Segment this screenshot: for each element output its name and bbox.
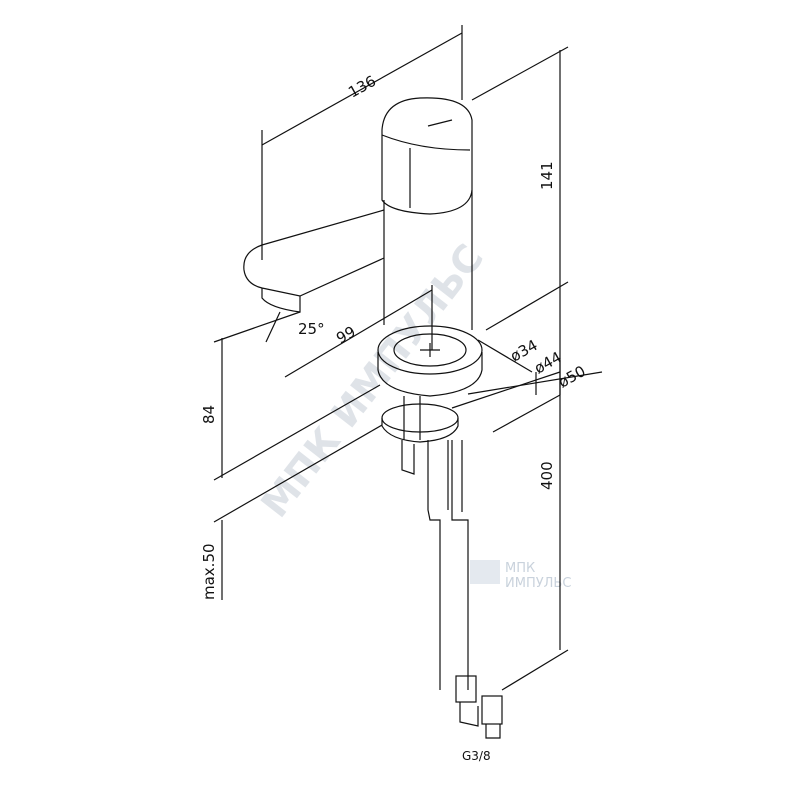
watermark-logo-icon [470,560,500,584]
dim-141-ext-top [471,46,569,101]
dim-d44-line [451,371,561,409]
base-flange-inner [393,333,467,367]
hose-1 [427,440,449,690]
dim-max50-ext [213,424,383,523]
handle-top [381,97,473,215]
handle-mark [427,119,453,127]
hose-fitting-1 [455,675,477,703]
hose-2 [451,440,469,690]
watermark-logo-line1: МПК [505,561,535,576]
hose-fitting-nuts [459,702,501,739]
base-flange-side [377,352,483,397]
dim-141-ext-bottom [485,281,569,331]
dim-d50-line [492,394,561,433]
spout [243,209,385,297]
label-99: 99 [333,322,358,347]
dim-84-ext-bottom [213,384,381,481]
label-400: 400 [538,461,556,490]
label-25deg: 25° [298,320,325,338]
washer-side [381,418,459,443]
dimension-labels: 136 141 99 25° 84 max.50 400 ø34 ø44 ø50… [200,72,589,763]
label-84: 84 [200,405,218,424]
dim-136-line [261,32,463,146]
label-max50: max.50 [200,543,218,600]
dim-99-line [284,289,433,378]
fixing-stud [401,440,415,475]
label-136: 136 [345,72,379,102]
hose-fitting-2 [481,695,503,725]
dim-400-ext-bottom [501,649,569,691]
threaded-rod [403,396,421,440]
handle-front [381,134,471,208]
watermark-text: МПК ИМПУЛЬС [252,236,492,526]
watermark-logo-line2: ИМПУЛЬС [505,576,571,591]
watermark: МПК ИМПУЛЬС МПК ИМПУЛЬС [252,236,571,591]
dim-84-ext-top [213,311,301,343]
dim-d34-leader [477,339,533,373]
dim-d50-ext [467,371,603,395]
watermark-logo: МПК ИМПУЛЬС [470,560,571,591]
dim-angle-line [265,311,281,343]
faucet-body [243,97,503,739]
base-flange-top [377,325,483,375]
label-thread: G3/8 [462,749,491,763]
label-141: 141 [538,161,556,190]
dimension-lines [213,25,603,691]
